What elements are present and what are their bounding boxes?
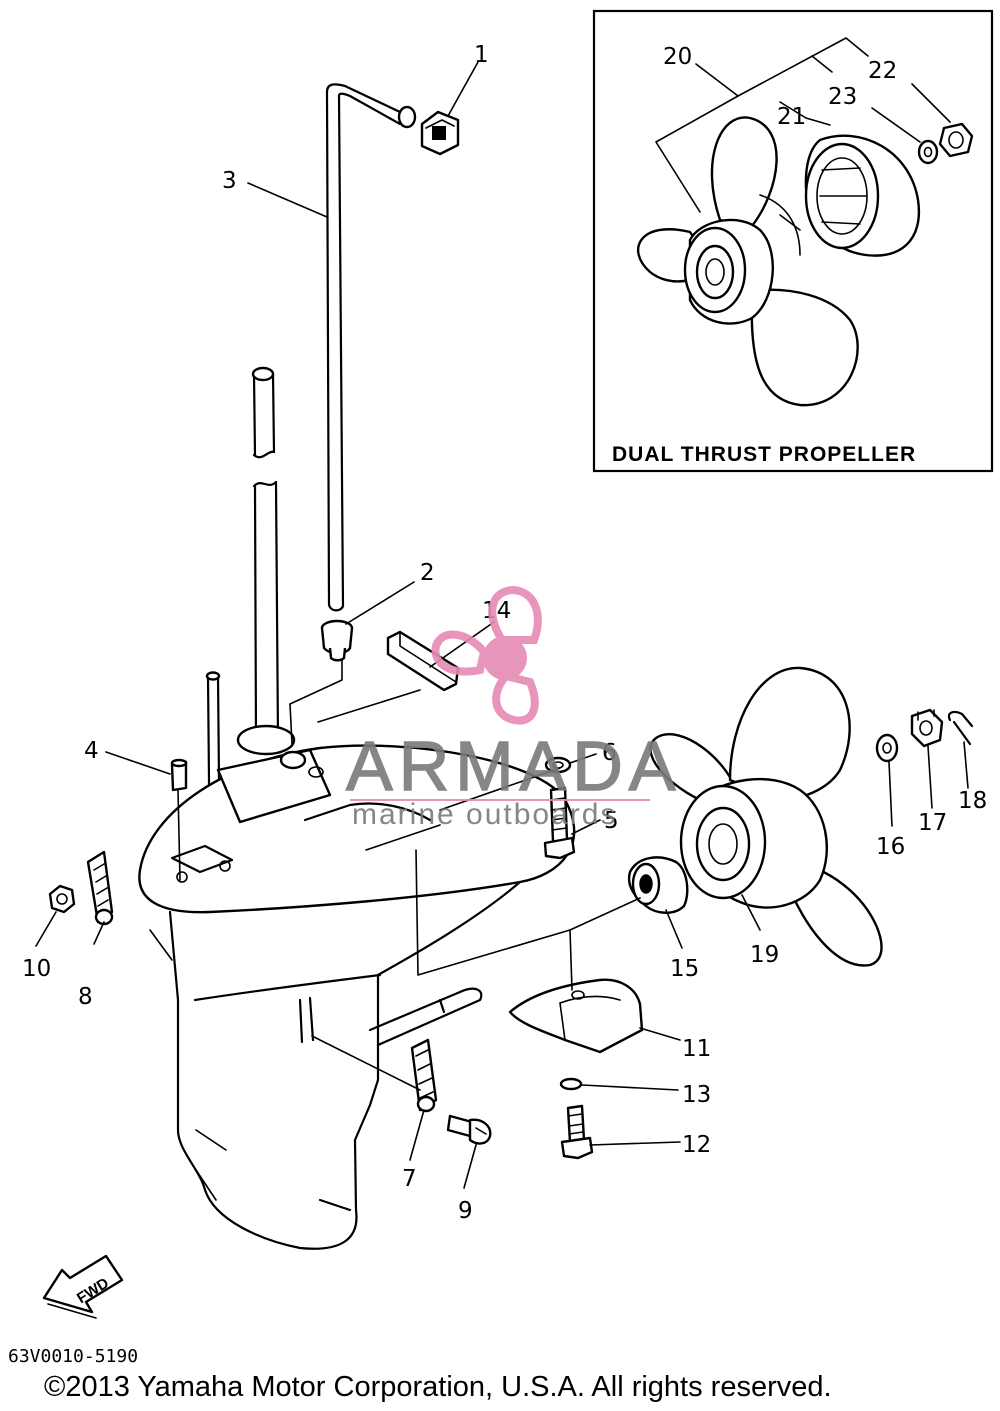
fwd-direction-badge: FWD	[42, 1254, 124, 1319]
washer-13-drawing	[559, 1077, 583, 1091]
lower-case-drawing	[138, 724, 576, 1250]
inset-panel: DUAL THRUST PROPELLER	[592, 9, 994, 473]
callout-3: 3	[222, 168, 237, 194]
thrust-washer-15-drawing	[627, 856, 689, 914]
bolt-5-drawing	[543, 786, 576, 860]
callout-15: 15	[670, 956, 699, 982]
callout-labels: 1 2 3 4 5 6 7 8 9 10 11 12 13 14 15 16 1…	[22, 42, 987, 1224]
seal-14-drawing	[386, 630, 460, 692]
washer-16-drawing	[875, 733, 899, 763]
callout-11: 11	[682, 1036, 711, 1062]
water-tube-drawing	[325, 83, 417, 612]
inset-title: DUAL THRUST PROPELLER	[612, 443, 916, 466]
callout-13: 13	[682, 1082, 711, 1108]
callout-5: 5	[604, 808, 619, 834]
castle-nut-17-drawing	[910, 708, 944, 748]
callout-12: 12	[682, 1132, 711, 1158]
grommet-2-drawing	[320, 619, 354, 662]
bolt-12-drawing	[560, 1104, 594, 1160]
callout-8: 8	[78, 984, 93, 1010]
diagram-code: 63V0010-5190	[8, 1346, 138, 1367]
drive-shaft-drawing	[251, 366, 280, 742]
callout-9: 9	[458, 1198, 473, 1224]
washer-6-drawing	[544, 756, 572, 774]
callout-21: 21	[777, 104, 806, 130]
callout-17: 17	[918, 810, 947, 836]
screw-9-drawing	[446, 1114, 492, 1145]
callout-10: 10	[22, 956, 51, 982]
watermark-brand: ARMADA	[346, 727, 681, 805]
leader-lines	[35, 61, 969, 1189]
propeller-19-drawing	[649, 666, 883, 967]
inset-propeller-drawing	[637, 116, 859, 407]
callout-1: 1	[474, 42, 489, 68]
nut-10-drawing	[48, 884, 76, 914]
anode-7-drawing	[410, 1038, 438, 1113]
inset-washer-drawing	[917, 139, 939, 165]
callout-16: 16	[876, 834, 905, 860]
callout-7: 7	[402, 1166, 417, 1192]
callout-23: 23	[828, 84, 857, 110]
anode-8-drawing	[86, 850, 114, 926]
callout-20: 20	[663, 44, 692, 70]
watermark-propeller-logo	[431, 585, 542, 725]
callout-6: 6	[602, 740, 617, 766]
cotter-pin-18-drawing	[947, 710, 974, 746]
inset-nut-drawing	[938, 122, 974, 158]
trim-tab-11-drawing	[508, 978, 644, 1054]
watermark-tagline: marine outboards	[352, 798, 617, 831]
callout-18: 18	[958, 788, 987, 814]
callout-22: 22	[868, 58, 897, 84]
copyright-notice: ©2013 Yamaha Motor Corporation, U.S.A. A…	[44, 1371, 832, 1403]
grommet-1-drawing	[420, 110, 460, 156]
callout-19: 19	[750, 942, 779, 968]
inset-spacer-drawing	[804, 134, 921, 257]
callout-4: 4	[84, 738, 99, 764]
watermark: ARMADA marine outboards	[345, 585, 681, 831]
callout-2: 2	[420, 560, 435, 586]
